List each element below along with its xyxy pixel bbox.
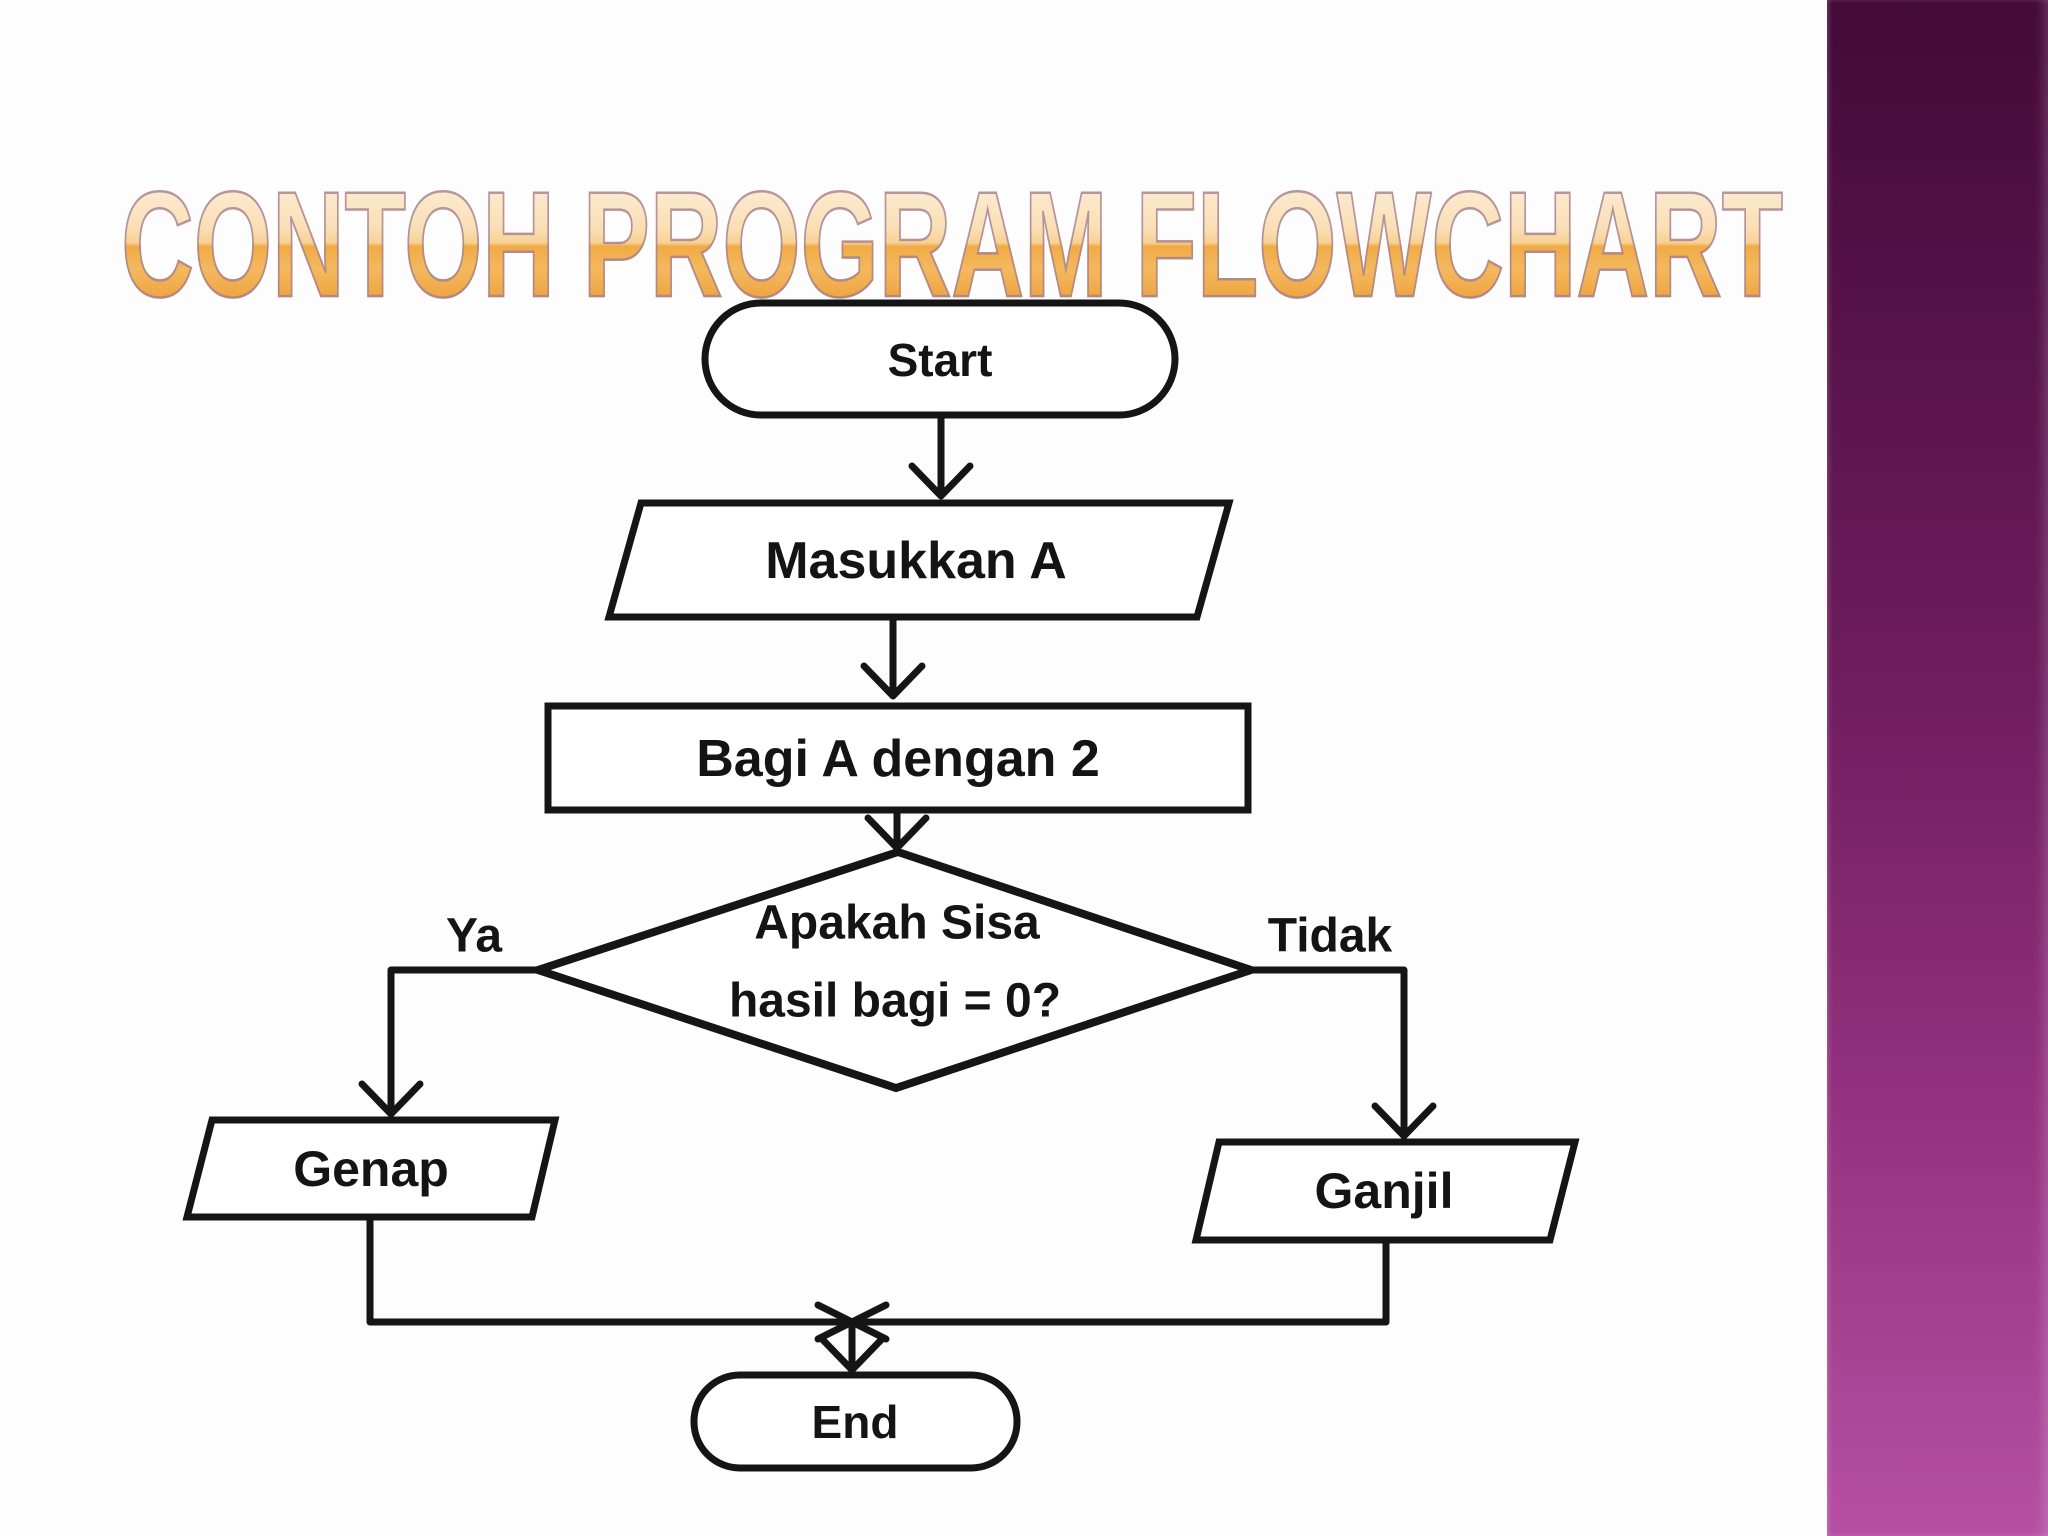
branch-label-yes: Ya — [445, 909, 503, 963]
node-decision-label-line1: Apakah Sisa — [754, 896, 1040, 950]
node-even-label: Genap — [293, 1141, 449, 1197]
edge-decision-even — [387, 966, 542, 1114]
node-even-shape — [182, 1116, 560, 1221]
edge-even-merge — [366, 1213, 856, 1326]
node-decision-shape — [525, 847, 1264, 1093]
branch-label-no: Tidak — [1267, 909, 1393, 963]
node-input-shape — [604, 499, 1234, 621]
page-title-text: CONTOH PROGRAM FLOWCHART — [120, 160, 1784, 328]
node-end-shape — [690, 1371, 1021, 1472]
arrowhead-down-icon — [1371, 1102, 1437, 1140]
node-process-label: Bagi A dengan 2 — [696, 730, 1100, 788]
node-input-label: Masukkan A — [765, 532, 1067, 590]
arrowhead-down-icon — [819, 1336, 885, 1374]
accent-bar — [1827, 0, 2048, 1536]
page-title: CONTOH PROGRAM FLOWCHART — [116, 160, 1788, 328]
node-process-shape — [544, 702, 1252, 814]
arrowhead-down-icon — [908, 462, 974, 500]
node-odd-label: Ganjil — [1314, 1163, 1454, 1219]
node-odd-shape — [1191, 1138, 1580, 1244]
node-end-label: End — [811, 1396, 899, 1448]
arrowhead-down-icon — [864, 814, 930, 852]
node-start-label: Start — [887, 334, 993, 386]
arrowhead-down-icon — [358, 1080, 424, 1118]
edge-odd-merge — [848, 1236, 1390, 1326]
node-decision-label-line2: hasil bagi = 0? — [728, 974, 1062, 1028]
edge-decision-odd — [1247, 966, 1408, 1136]
arrowhead-down-icon — [860, 662, 926, 700]
